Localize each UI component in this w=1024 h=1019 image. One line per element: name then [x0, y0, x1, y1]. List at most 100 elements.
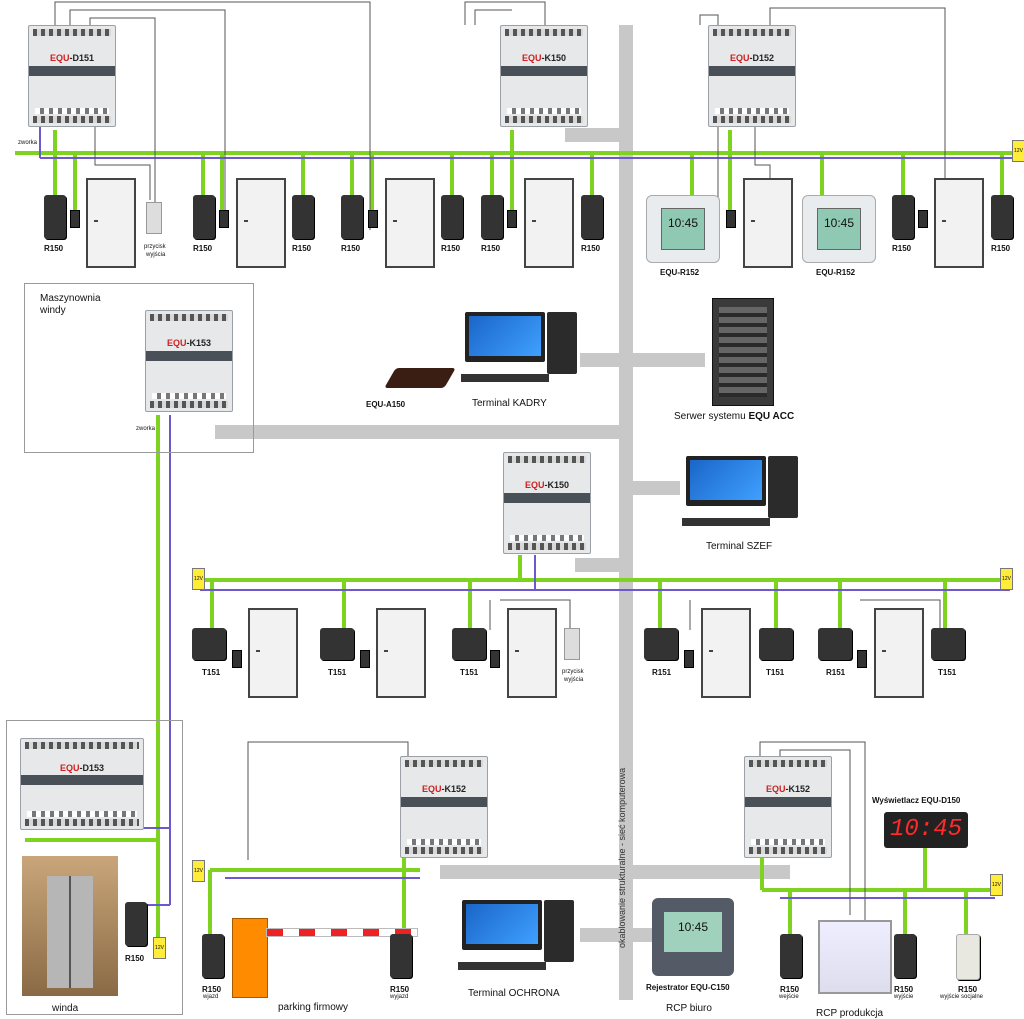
reader-r150-7 — [581, 195, 603, 239]
terminal-kadry-label: Terminal KADRY — [472, 398, 547, 409]
reader-r150-elevator — [125, 902, 147, 946]
exit-button-label-2a: przycisk — [562, 669, 584, 675]
bus-power-elevator: 12V — [153, 937, 166, 959]
reader-r151-label-1: R151 — [652, 668, 672, 677]
machine-room-region — [24, 283, 254, 453]
lock-9 — [918, 210, 928, 228]
jumper-label: zworka — [18, 140, 38, 146]
lock-1 — [70, 210, 80, 228]
rcp-office-label: RCP biuro — [666, 1003, 712, 1014]
exit-button-2 — [564, 628, 580, 660]
reader-label-9: R150 — [991, 244, 1011, 253]
reader-t151-label-4: T151 — [766, 668, 785, 677]
reader-t151-5 — [931, 628, 965, 660]
reader-label-work-1: R150 — [780, 985, 800, 994]
controller-k153: EQU-K153 — [145, 310, 233, 412]
signal-wires — [54, 1, 946, 920]
terminal-ochrona-label: Terminal OCHRONA — [468, 988, 560, 999]
reader-r150-8 — [892, 195, 914, 239]
bus-power-production: 12V — [990, 874, 1003, 896]
reader-t151-label-2: T151 — [328, 668, 347, 677]
terminal-szef — [682, 456, 801, 531]
bus-top — [15, 130, 1015, 210]
elevator-image — [22, 856, 118, 996]
lock-m2 — [360, 650, 370, 668]
controller-d152: EQU-D152 — [708, 25, 796, 127]
controller-k150-top: EQU-K150 — [500, 25, 588, 127]
reader-r150-3 — [292, 195, 314, 239]
controller-d151-model: D151 — [72, 53, 95, 63]
network-cabling-label: okablowanie strukturalne - sieć komputer… — [617, 767, 627, 948]
reader-r150-1 — [44, 195, 66, 239]
lock-m5 — [857, 650, 867, 668]
door-2 — [236, 178, 286, 268]
exit-button-label-1b: wyjścia — [146, 252, 166, 258]
touch-panel-r152-2: 10:45 — [802, 195, 876, 263]
reader-r150-4 — [341, 195, 363, 239]
register-label: Rejestrator EQU-C150 — [646, 983, 730, 992]
reader-label-elevator: R150 — [125, 954, 145, 963]
display-label: Wyświetlacz EQU-D150 — [872, 796, 961, 805]
reader-t151-2 — [320, 628, 354, 660]
reader-r151-label-2: R151 — [826, 668, 846, 677]
reader-label-work-exit-1: R150 — [894, 985, 914, 994]
panel-label-1: EQU-R152 — [660, 268, 700, 277]
lock-2 — [219, 210, 229, 228]
rcp-production-label: RCP produkcja — [816, 1008, 884, 1019]
reader-r151-1 — [644, 628, 678, 660]
parking-barrier — [232, 918, 422, 998]
power-top — [39, 125, 1015, 159]
lock-m3 — [490, 650, 500, 668]
lock-6 — [507, 210, 517, 228]
reader-r150-5 — [441, 195, 463, 239]
reader-r150-work-entry — [780, 934, 802, 978]
reader-label-exit-2: wyjazd — [390, 994, 409, 1000]
reader-label-exit-1: R150 — [390, 985, 410, 994]
reader-t151-label-3: T151 — [460, 668, 479, 677]
register-c150: 10:45 — [652, 898, 734, 976]
reader-label-8: R150 — [892, 244, 912, 253]
reader-label-3: R150 — [292, 244, 312, 253]
bus-power-top-right: 12V — [1012, 140, 1024, 162]
door-m3 — [507, 608, 557, 698]
controller-k152-left: EQU-K152 — [400, 756, 488, 858]
terminal-kadry — [461, 312, 580, 387]
reader-label-entry-2: wjazd — [203, 994, 219, 1000]
controller-d153: EQU-D153 — [20, 738, 144, 830]
bus-power-parking: 12V — [192, 860, 205, 882]
machine-room-label-2: windy — [40, 305, 66, 316]
display-d150: 10:45 — [884, 812, 968, 848]
bus-middle — [200, 555, 1010, 630]
exit-button-label-1a: przycisk — [144, 244, 166, 250]
reader-label-7: R150 — [581, 244, 601, 253]
door-m1 — [248, 608, 298, 698]
reader-label-social-1: R150 — [958, 985, 978, 994]
server-label: Serwer systemu EQU ACC — [674, 411, 795, 422]
jumper-label-2: zworka — [136, 426, 156, 432]
lock-8 — [726, 210, 736, 228]
door-6 — [524, 178, 574, 268]
door-m4 — [701, 608, 751, 698]
reader-label-entry-1: R150 — [202, 985, 222, 994]
reader-label-social-2: wyjście socjalne — [940, 994, 984, 1000]
panel-label-2: EQU-R152 — [816, 268, 856, 277]
reader-t151-3 — [452, 628, 486, 660]
elevator-label: winda — [52, 1003, 79, 1014]
reader-t151-4 — [759, 628, 793, 660]
reader-label-2: R150 — [193, 244, 213, 253]
reader-label-4: R150 — [341, 244, 361, 253]
reader-label-5: R150 — [441, 244, 461, 253]
lock-4 — [368, 210, 378, 228]
reader-r150-9 — [991, 195, 1013, 239]
reader-r150-entry — [202, 934, 224, 978]
reader-label-6: R150 — [481, 244, 501, 253]
parking-label: parking firmowy — [278, 1002, 349, 1013]
controller-k152-right: EQU-K152 — [744, 756, 832, 858]
reader-label-1: R150 — [44, 244, 64, 253]
power-bottom — [225, 877, 995, 899]
reader-r150-6 — [481, 195, 503, 239]
reader-t151-label-5: T151 — [938, 668, 957, 677]
door-8 — [743, 178, 793, 268]
